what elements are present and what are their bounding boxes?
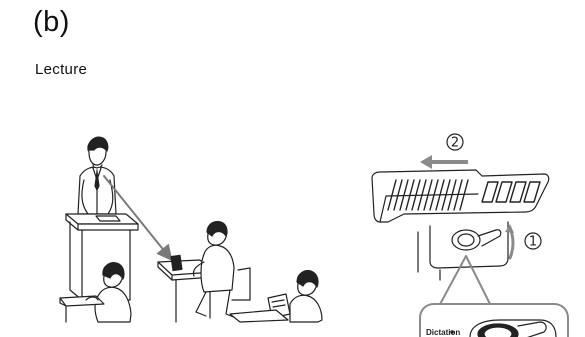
recorder-side [418,222,514,280]
slide-direction-arrow [420,155,468,169]
device-detail: 2 [372,134,568,337]
callout-line-left [438,256,466,308]
lectern [66,214,138,300]
dictation-label: Dictation [426,328,460,337]
step-two-marker: 2 [447,134,463,151]
recorder-body [372,170,549,222]
student-center [193,222,250,318]
svg-text:2: 2 [451,136,459,151]
step-one-marker: 1 [525,233,541,250]
student-left [60,263,131,322]
recorder-icon [171,255,182,270]
student-right [230,271,322,322]
callout-line-right [466,256,492,308]
lecturer-figure [78,137,116,214]
lecture-scene [60,137,322,322]
dial-knob [452,230,480,250]
svg-text:1: 1 [529,235,537,250]
